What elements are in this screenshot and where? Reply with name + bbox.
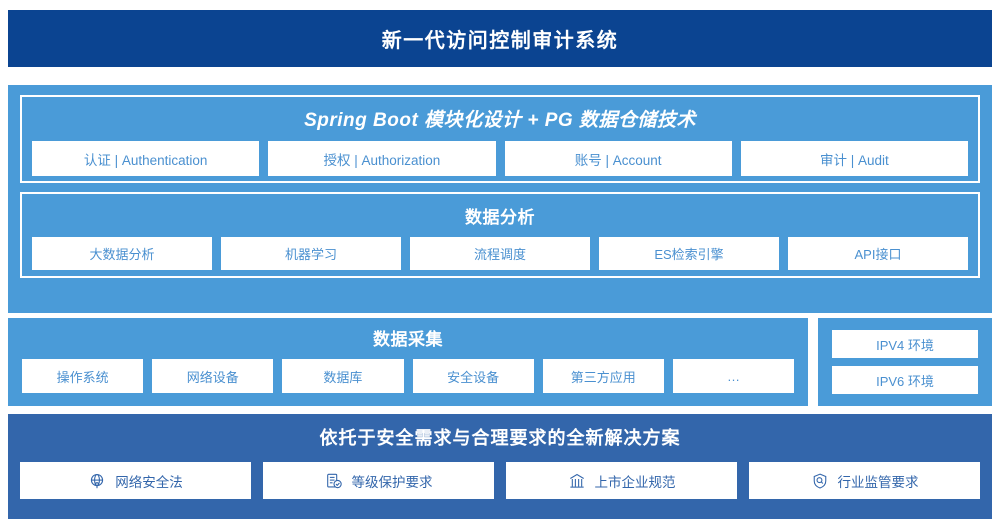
source-card-operating-system[interactable]: 操作系统: [22, 359, 144, 393]
source-card-third-party-app[interactable]: 第三方应用: [542, 359, 664, 393]
source-card-label: 第三方应用: [570, 369, 636, 385]
source-card-more[interactable]: …: [672, 359, 795, 393]
data-analysis-panel-title: 数据分析: [465, 208, 535, 227]
springboot-panel: Spring Boot 模块化设计 + PG 数据仓储技术 认证 | Authe…: [20, 95, 980, 183]
source-card-security-device[interactable]: 安全设备: [412, 359, 534, 393]
module-card-label: 账号 | Account: [574, 152, 662, 168]
analysis-card-process-scheduling[interactable]: 流程调度: [410, 237, 590, 270]
analysis-card-label: 大数据分析: [89, 247, 155, 262]
compliance-layer: 依托于安全需求与合理要求的全新解决方案 网络安全法: [8, 414, 992, 519]
module-card-label: 认证 | Authentication: [83, 152, 208, 168]
module-card-account[interactable]: 账号 | Account: [504, 141, 732, 176]
analysis-card-label: 流程调度: [473, 247, 526, 262]
compliance-title: 依托于安全需求与合理要求的全新解决方案: [319, 428, 681, 448]
data-analysis-item-row: 大数据分析 机器学习 流程调度 ES检索引擎 API接口: [22, 237, 978, 270]
analysis-card-api[interactable]: API接口: [788, 237, 968, 270]
document-check-icon: [325, 472, 343, 490]
module-card-label: 审计 | Audit: [819, 152, 889, 168]
source-card-label: 操作系统: [56, 369, 109, 385]
compliance-card-label: 上市企业规范: [594, 474, 676, 490]
bank-icon: [568, 472, 586, 490]
environment-card-label: IPV6 环境: [876, 373, 934, 389]
source-card-label: 网络设备: [186, 369, 239, 385]
source-card-label: 安全设备: [447, 369, 500, 385]
analysis-card-label: ES检索引擎: [654, 247, 724, 262]
analysis-card-bigdata[interactable]: 大数据分析: [32, 237, 212, 270]
compliance-card-label: 行业监管要求: [837, 474, 919, 490]
globe-icon: [88, 472, 106, 490]
data-collection-panel: 数据采集 操作系统 网络设备 数据库 安全设备 第三方应用 …: [8, 318, 808, 406]
data-collection-item-row: 操作系统 网络设备 数据库 安全设备 第三方应用 …: [8, 359, 808, 393]
compliance-card-classified-protection[interactable]: 等级保护要求: [263, 462, 494, 499]
system-header: 新一代访问控制审计系统: [8, 10, 992, 67]
springboot-panel-title: Spring Boot 模块化设计 + PG 数据仓储技术: [304, 110, 696, 131]
module-card-audit[interactable]: 审计 | Audit: [740, 141, 968, 176]
compliance-card-industry-regulation[interactable]: 行业监管要求: [749, 462, 980, 499]
module-card-label: 授权 | Authorization: [323, 152, 441, 168]
source-card-label: …: [726, 368, 740, 384]
analysis-card-label: 机器学习: [284, 247, 337, 262]
module-card-authentication[interactable]: 认证 | Authentication: [32, 141, 260, 176]
analysis-card-label: API接口: [854, 247, 902, 262]
data-collection-layer: 数据采集 操作系统 网络设备 数据库 安全设备 第三方应用 …: [8, 318, 808, 406]
springboot-item-row: 认证 | Authentication 授权 | Authorization 账…: [22, 141, 978, 176]
network-environment-panel: IPV4 环境 IPV6 环境: [818, 318, 992, 406]
shield-search-icon: [811, 472, 829, 490]
data-collection-title: 数据采集: [373, 330, 443, 349]
analysis-card-es-search-engine[interactable]: ES检索引擎: [599, 237, 779, 270]
compliance-card-listed-enterprise[interactable]: 上市企业规范: [506, 462, 737, 499]
page-title: 新一代访问控制审计系统: [381, 30, 619, 52]
compliance-panel: 依托于安全需求与合理要求的全新解决方案 网络安全法: [8, 414, 992, 519]
compliance-card-label: 网络安全法: [115, 474, 183, 490]
compliance-card-cybersecurity-law[interactable]: 网络安全法: [20, 462, 251, 499]
platform-layer: Spring Boot 模块化设计 + PG 数据仓储技术 认证 | Authe…: [8, 85, 992, 313]
environment-card-label: IPV4 环境: [876, 337, 934, 353]
environment-card-ipv4[interactable]: IPV4 环境: [832, 330, 978, 358]
compliance-item-row: 网络安全法 等级保护要求: [8, 462, 992, 499]
analysis-card-machine-learning[interactable]: 机器学习: [221, 237, 401, 270]
data-analysis-panel: 数据分析 大数据分析 机器学习 流程调度 ES检索引擎 API接口: [20, 192, 980, 278]
source-card-database[interactable]: 数据库: [282, 359, 404, 393]
environment-card-ipv6[interactable]: IPV6 环境: [832, 366, 978, 394]
source-card-label: 数据库: [323, 369, 363, 385]
compliance-card-label: 等级保护要求: [351, 474, 433, 490]
module-card-authorization[interactable]: 授权 | Authorization: [268, 141, 496, 176]
network-environment-layer: IPV4 环境 IPV6 环境: [818, 318, 992, 406]
source-card-network-device[interactable]: 网络设备: [152, 359, 274, 393]
